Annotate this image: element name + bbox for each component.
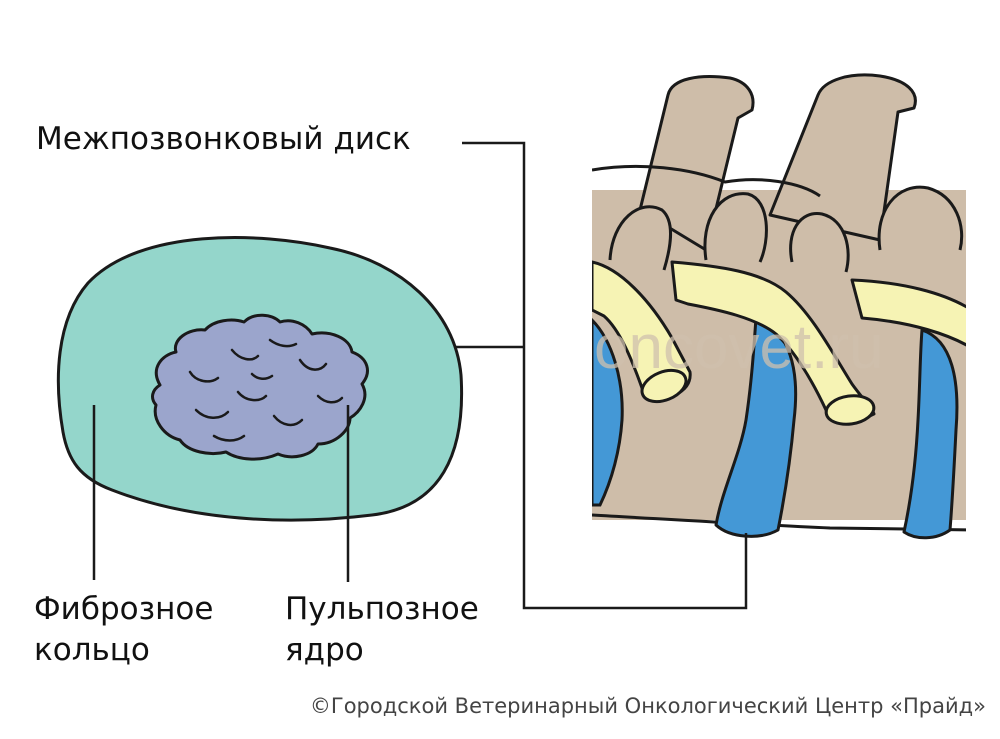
- intervertebral-disc: [714, 316, 798, 538]
- spinous-process: [638, 75, 755, 252]
- nucleus-label-line2: ядро: [285, 632, 364, 668]
- annulus-label-line2: кольцо: [34, 632, 150, 668]
- disc-leader-line: [462, 141, 748, 610]
- spinal-nerve: [670, 260, 876, 422]
- intervertebral-disc: [592, 317, 624, 507]
- leader-lines: [92, 141, 748, 610]
- spinal-nerve: [850, 278, 966, 347]
- annulus-label-line1: Фиброзное: [34, 591, 214, 627]
- intervertebral-disc: [902, 328, 959, 540]
- nucleus-pulposus: [151, 313, 369, 461]
- disc-label: Межпозвонковый диск: [36, 121, 411, 157]
- nucleus-label-line1: Пульпозное: [285, 591, 479, 627]
- nucleus-folds: [188, 338, 344, 442]
- copyright-notice: ©Городской Ветеринарный Онкологический Ц…: [309, 694, 986, 718]
- watermark: oncovet.ru: [594, 313, 884, 382]
- spinous-process: [768, 73, 917, 242]
- disc-cross-section: [56, 236, 464, 522]
- spine-illustration: oncovet.ru: [592, 73, 966, 540]
